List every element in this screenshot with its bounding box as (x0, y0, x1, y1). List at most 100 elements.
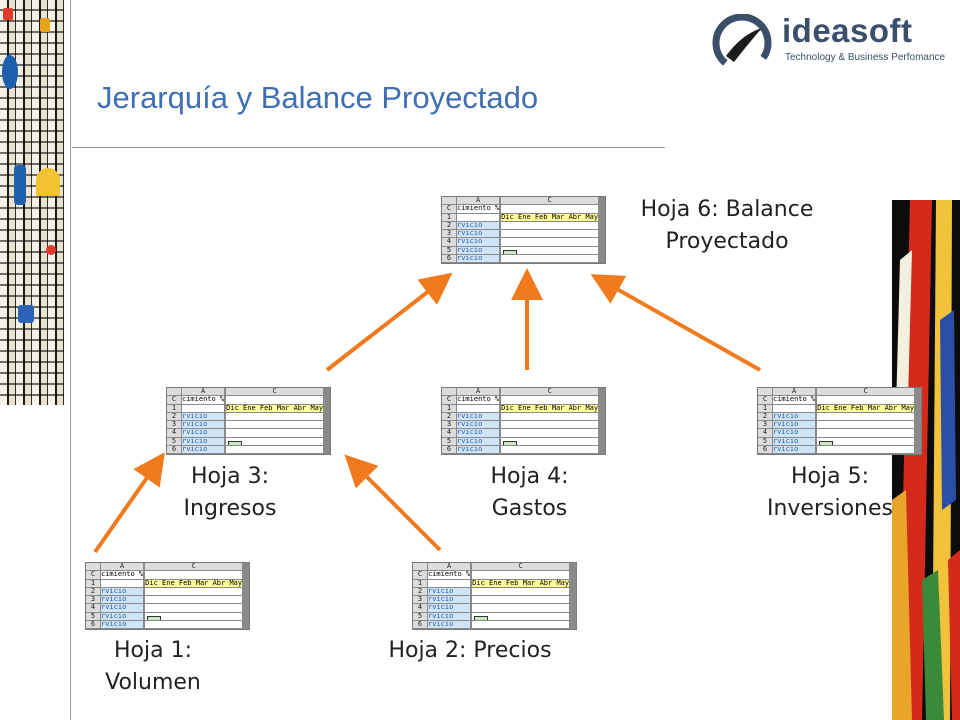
sheet-cell (327, 445, 329, 454)
sheet-column-header: G (327, 388, 329, 397)
decor-orange-square (40, 18, 50, 32)
sheet-column-header: G (602, 388, 604, 397)
sheet-cell (817, 429, 916, 438)
sheet-row-header: 4 (442, 238, 457, 247)
sheet-cell (248, 571, 249, 580)
page-title: Jerarquía y Balance Proyectado (97, 80, 539, 115)
sheet-column-header (248, 563, 249, 572)
sheet-cell (573, 587, 575, 596)
sheet-cell (572, 579, 574, 588)
sheet-cell (918, 396, 920, 405)
sheet-cell (472, 604, 571, 613)
sheet-cell (329, 429, 330, 438)
sheet-cell (604, 396, 605, 405)
sheet-cell: D (144, 612, 146, 621)
sheet-cell (603, 246, 605, 255)
sheet-row-header: 2 (758, 412, 773, 421)
sheet-row-header: 4 (167, 429, 182, 438)
sheet-cell: cimiento % (457, 204, 501, 214)
sheet-cell (605, 238, 606, 246)
arrow-hoja3-to-hoja6 (325, 272, 453, 372)
sheet-cell (501, 396, 600, 405)
sheet-column-header (920, 388, 921, 397)
sheet-cell (602, 445, 604, 454)
sheet-cell (330, 405, 331, 413)
sheet-cell (326, 421, 328, 430)
sheet-cell: C (500, 238, 502, 247)
sheet-cell (604, 205, 605, 214)
sheet-column-header (605, 197, 606, 205)
sheet-cell (248, 587, 249, 596)
sheet-cell: D (500, 437, 502, 446)
sheet-cell: rvicio (101, 587, 145, 596)
sheet-cell (457, 404, 501, 413)
sheet-cell (325, 437, 327, 446)
sheet-row-header: 2 (413, 587, 428, 596)
sheet-cell (501, 246, 600, 255)
sheet-cell (500, 213, 502, 222)
sheet-cell (570, 596, 572, 605)
sheet-cell (916, 412, 918, 421)
sheet-cell (920, 396, 921, 405)
sheet-cell (246, 571, 248, 580)
sheet-cell (918, 421, 920, 430)
sheet-cell (600, 412, 602, 421)
sheet-cell (145, 604, 244, 613)
sheet-cell (246, 579, 248, 588)
sheet-cell (917, 404, 919, 413)
sheet-cell (576, 621, 577, 629)
sheet-cell (605, 214, 606, 222)
sheet-cell (245, 571, 247, 580)
sheet-cell (921, 429, 922, 437)
sheet-cell: Dic Ene Feb Mar Abr May (817, 403, 916, 413)
sheet-cell (245, 596, 247, 605)
sheet-cell (246, 587, 248, 596)
sheet-row-header: 1 (442, 404, 457, 413)
sheet-cell (573, 579, 575, 588)
sheet-cell: rvicio (182, 421, 226, 430)
sheet-cell: rvicio (773, 412, 817, 421)
sheet-column-header: H (574, 563, 576, 572)
sheet-cell (226, 421, 325, 430)
sheet-cell (604, 412, 605, 421)
decorative-art-right (892, 200, 960, 720)
sheet-cell (920, 437, 921, 446)
title-underline (72, 147, 665, 148)
label-hoja6-line2: Proyectado (665, 229, 789, 254)
sheet-cell (248, 596, 249, 605)
sheet-cell (243, 604, 245, 613)
sheet-cell (572, 571, 574, 580)
sheet-column-header: A (457, 388, 501, 397)
sheet-cell (325, 421, 327, 430)
sheet-cell: rvicio (182, 437, 226, 446)
sheet-cell (572, 596, 574, 605)
sheet-cell: B (225, 421, 227, 430)
sheet-column-header: E (916, 388, 918, 397)
sheet-row-header: 2 (86, 587, 101, 596)
sheet-cell (249, 580, 250, 588)
sheet-cell (571, 612, 573, 621)
sheet-cell: rvicio (182, 412, 226, 421)
sheet-cell (575, 579, 576, 588)
sheet-cell (145, 596, 244, 605)
sheet-cell (917, 445, 919, 454)
sheet-cell (599, 396, 601, 405)
sheet-column-header: C (472, 563, 571, 572)
sheet-cell (920, 445, 921, 454)
sheet-column-header: E (600, 197, 602, 206)
sheet-cell (918, 437, 920, 446)
sheet-cell (225, 404, 227, 413)
sheet-cell (917, 429, 919, 438)
sheet-cell (599, 445, 601, 454)
sheet-cell: cimiento % (457, 395, 501, 405)
sheet-row-header: 2 (442, 221, 457, 230)
sheet-column-header: H (919, 388, 921, 397)
sheet-cell (918, 412, 920, 421)
sheet-cell (245, 612, 247, 621)
sheet-cell (501, 230, 600, 239)
sheet-cell (601, 238, 603, 247)
sheet-cell (576, 596, 577, 604)
sheet-cell (915, 412, 917, 421)
sheet-cell (599, 404, 601, 413)
